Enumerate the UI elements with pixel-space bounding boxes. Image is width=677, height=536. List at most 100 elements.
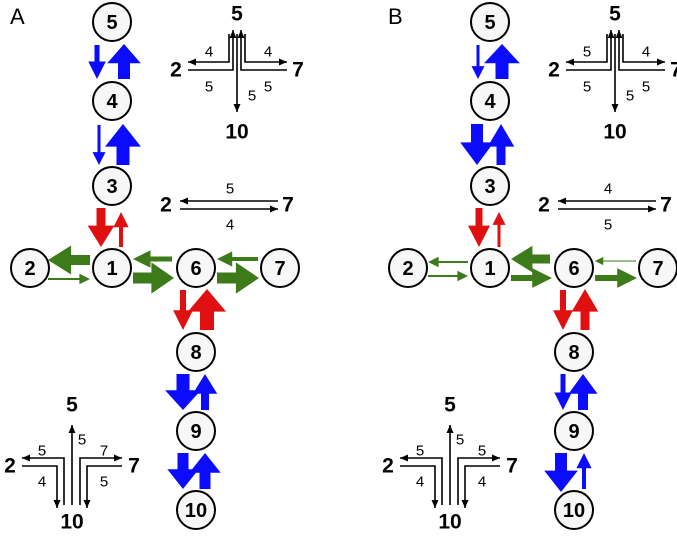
- node-7: 7: [260, 248, 300, 288]
- node-2: 2: [10, 248, 50, 288]
- node-label: 5: [484, 12, 495, 34]
- arrow-8-to-6: [571, 289, 599, 330]
- arrow-2-to-1: [48, 273, 90, 285]
- arrow-6-to-1: [133, 250, 172, 268]
- arrow-4-to-3: [92, 125, 106, 165]
- count-top: 5: [226, 181, 234, 198]
- node-label: 8: [568, 342, 579, 364]
- arrow-7-to-6: [595, 256, 636, 266]
- junction-label-top: 5: [66, 394, 78, 417]
- node-5: 5: [92, 2, 132, 42]
- flow-10-to-2: [22, 454, 65, 505]
- node-label: 7: [274, 258, 285, 280]
- flow-10-to-5: [68, 425, 76, 505]
- node-2: 2: [388, 248, 428, 288]
- flow-2-to-7: [558, 205, 656, 213]
- arrow-3-to-4: [105, 124, 141, 165]
- arrow-6-to-7: [217, 262, 259, 294]
- node-10: 10: [176, 490, 216, 530]
- node-label: 2: [402, 258, 413, 280]
- count-7-to-10: 5: [100, 474, 108, 491]
- flow-5-to-10: [611, 34, 619, 112]
- node-label: 10: [185, 500, 207, 522]
- arrow-5-to-4: [88, 45, 106, 79]
- arrow-7-to-6: [217, 251, 258, 267]
- junction-label-left: 2: [548, 59, 560, 82]
- arrow-9-to-8: [568, 374, 598, 410]
- junction-label-right: 7: [670, 59, 677, 82]
- arrow-6-to-8: [553, 290, 573, 330]
- pair-label-right: 7: [282, 194, 294, 217]
- junction-label-right: 7: [292, 59, 304, 82]
- junction-label-left: 2: [170, 59, 182, 82]
- arrow-8-to-6: [187, 289, 227, 330]
- arrow-4-to-5: [484, 44, 520, 79]
- count-2-to-10: 4: [416, 474, 424, 491]
- panel-letter: B: [388, 4, 403, 29]
- arrow-10-to-9: [576, 453, 592, 489]
- arrow-4-to-3: [460, 124, 494, 165]
- pair-label-left: 2: [160, 194, 172, 217]
- node-label: 2: [24, 258, 35, 280]
- node-4: 4: [92, 81, 132, 121]
- node-label: 7: [652, 258, 663, 280]
- node-label: 9: [568, 421, 579, 443]
- arrow-9-to-8: [192, 374, 218, 410]
- junction-label-bottom: 10: [603, 121, 626, 144]
- node-label: 1: [106, 258, 117, 280]
- node-5: 5: [470, 2, 510, 42]
- junction-label-right: 7: [128, 455, 140, 478]
- count-7-to-10: 4: [478, 474, 486, 491]
- node-label: 9: [190, 421, 201, 443]
- node-label: 4: [106, 91, 118, 113]
- count-10-to-5: 5: [456, 432, 464, 449]
- arrow-3-to-1: [87, 208, 115, 247]
- arrow-5-to-4: [471, 45, 485, 79]
- count-7-to-5: 5: [642, 79, 650, 96]
- arrow-4-to-5: [107, 44, 141, 79]
- flow-5-to-10: [233, 34, 241, 112]
- junction-label-bottom: 10: [225, 121, 248, 144]
- pair-label-right: 7: [660, 194, 672, 217]
- arrow-6-to-1: [511, 245, 550, 273]
- node-label: 6: [190, 258, 201, 280]
- flow-7-to-10: [461, 465, 500, 508]
- count-5-to-7: 4: [264, 44, 272, 61]
- count-top: 4: [604, 181, 612, 198]
- flow-10-to-2: [400, 454, 443, 505]
- node-label: 4: [484, 91, 496, 113]
- node-label: 5: [106, 12, 117, 34]
- count-7-to-5: 5: [264, 79, 272, 96]
- count-5-to-2: 5: [583, 44, 591, 61]
- count-10-to-2: 5: [416, 443, 424, 460]
- node-1: 1: [470, 248, 510, 288]
- junction-label-bottom: 10: [60, 511, 83, 534]
- count-5-to-10: 5: [626, 88, 634, 105]
- arrow-1-to-6: [511, 268, 552, 288]
- junction-label-top: 5: [609, 3, 621, 26]
- flow-5-to-7: [622, 34, 665, 66]
- flow-5-to-2: [188, 34, 230, 66]
- count-10-to-7: 5: [478, 443, 486, 460]
- flow-10-to-7: [457, 454, 500, 505]
- count-10-to-7: 7: [100, 443, 108, 460]
- flow-5-to-2: [566, 34, 608, 66]
- junction-label-top: 5: [444, 394, 456, 417]
- pair-label-left: 2: [538, 194, 550, 217]
- count-5-to-10: 5: [248, 88, 256, 105]
- node-8: 8: [176, 332, 216, 372]
- count-2-to-10: 4: [38, 474, 46, 491]
- arrow-6-to-8: [173, 290, 193, 330]
- flow-7-to-2: [180, 197, 278, 205]
- flow-7-to-5: [615, 30, 665, 71]
- flow-2-to-7: [180, 205, 278, 213]
- node-1: 1: [92, 248, 132, 288]
